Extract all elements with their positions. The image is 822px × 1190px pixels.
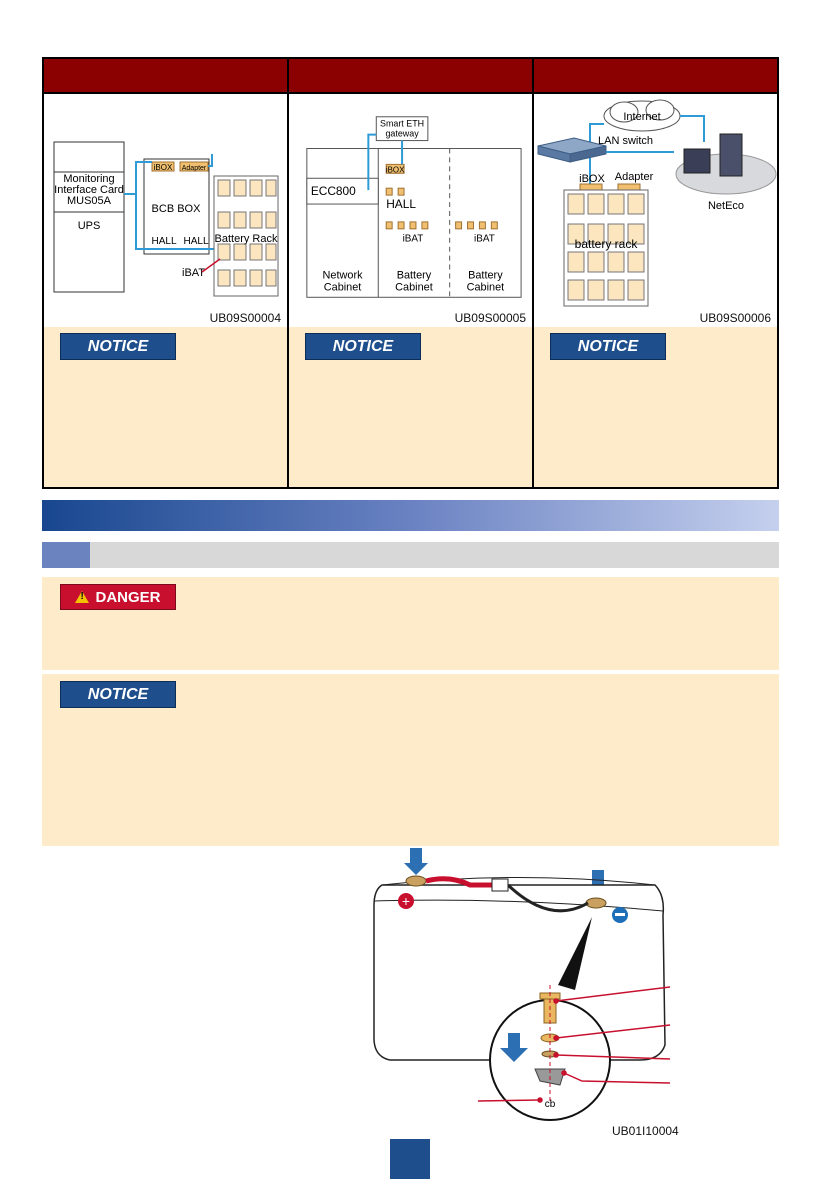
- figure-id: UB09S00005: [454, 311, 526, 325]
- notice-panel: NOTICE: [42, 674, 779, 846]
- ecc800-label: ECC800: [311, 184, 356, 198]
- battery-rack: [563, 189, 649, 307]
- column-header: [44, 59, 287, 94]
- warning-triangle-icon: [75, 591, 90, 603]
- ibat-label: iBAT: [182, 267, 205, 279]
- down-arrow-icon: [500, 1033, 528, 1062]
- ibox-label: iBOX: [579, 173, 605, 185]
- battery-rack: [213, 175, 279, 297]
- notice-area: NOTICE: [289, 327, 532, 487]
- neteco-label: NetEco: [708, 200, 744, 212]
- notice-badge: NOTICE: [550, 333, 666, 360]
- svg-text:cb: cb: [545, 1099, 556, 1110]
- column-header: [289, 59, 532, 94]
- subsection-bar: [42, 542, 779, 568]
- scenario-neteco-column: Internet LAN switch NetEco iBOX: [534, 59, 777, 487]
- danger-badge: DANGER: [60, 584, 176, 610]
- svg-text:+: +: [402, 893, 410, 909]
- page-number-box: [390, 1139, 430, 1179]
- lan-switch-icon: [537, 137, 607, 163]
- figure-id: UB01I10004: [612, 1124, 679, 1138]
- battery-terminal-diagram: + cb: [373, 848, 671, 1121]
- hall-label: HALL: [151, 236, 176, 247]
- figure-id: UB09S00004: [209, 311, 281, 325]
- internet-label: Internet: [623, 111, 660, 123]
- column-header: [534, 59, 777, 94]
- hall-label: HALL: [386, 197, 416, 211]
- battery-terminal-figure: + cb: [360, 845, 690, 1145]
- bcb-box-label: BCB BOX: [152, 203, 202, 215]
- down-arrow-icon: [404, 848, 428, 875]
- figure-id: UB09S00006: [699, 311, 771, 325]
- neteco-networking-diagram: Internet LAN switch NetEco iBOX: [537, 99, 777, 307]
- notice-badge: NOTICE: [305, 333, 421, 360]
- ups-label: UPS: [78, 220, 101, 232]
- ibox-label: iBOX: [154, 163, 173, 172]
- battery-rack-label: Battery Rack: [215, 233, 278, 245]
- ibox-label: iBOX: [386, 165, 405, 174]
- notice-area: NOTICE: [534, 327, 777, 487]
- subsection-marker: [42, 542, 90, 568]
- notice-badge: NOTICE: [60, 681, 176, 708]
- negative-terminal-icon: [612, 907, 628, 923]
- adapter-label: Adapter: [615, 171, 654, 183]
- internet-cloud-icon: [603, 99, 681, 132]
- ibat-label: iBAT: [403, 234, 424, 245]
- battery-rack-label: battery rack: [575, 237, 639, 251]
- neteco-networking-figure: Internet LAN switch NetEco iBOX: [534, 94, 777, 327]
- danger-label: DANGER: [95, 588, 161, 606]
- neteco-server-icon: [675, 133, 777, 195]
- lan-switch-label: LAN switch: [598, 135, 653, 147]
- positive-terminal-icon: +: [398, 893, 414, 909]
- adapter-label: Adapter: [182, 165, 207, 172]
- notice-badge: NOTICE: [60, 333, 176, 360]
- ibat-label: iBAT: [474, 234, 495, 245]
- danger-panel: DANGER: [42, 577, 779, 670]
- hall-label: HALL: [183, 236, 208, 247]
- notice-area: NOTICE: [44, 327, 287, 487]
- section-title-bar: [42, 500, 779, 531]
